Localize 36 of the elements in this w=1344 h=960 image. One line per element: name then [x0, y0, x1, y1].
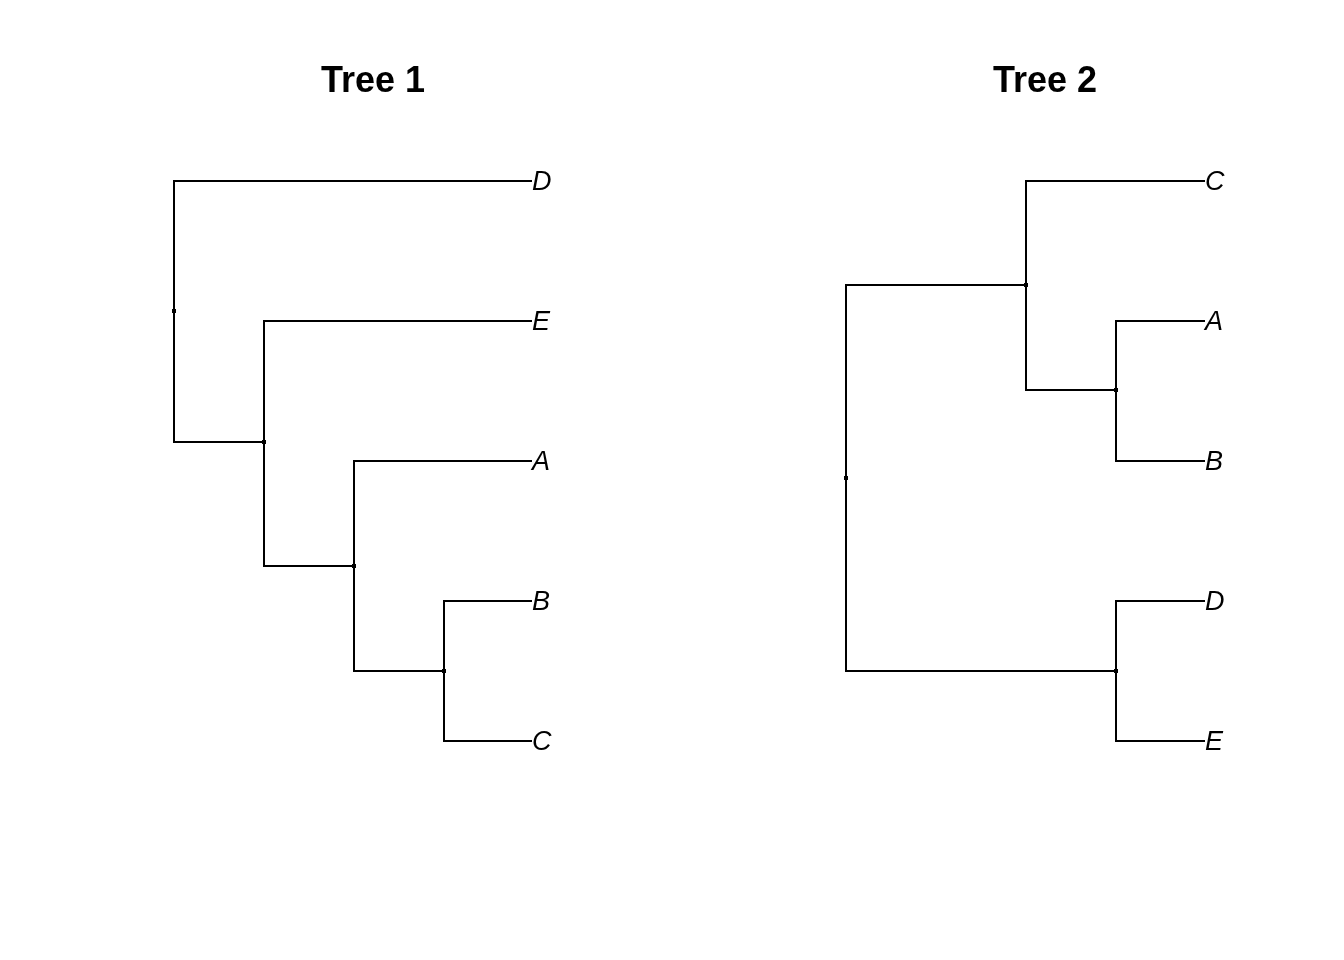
tree-branch [1115, 600, 1206, 670]
tip-label: B [1205, 446, 1223, 476]
tip-label: B [532, 586, 550, 616]
tree-branch [1025, 180, 1206, 284]
tip-label: C [532, 726, 552, 756]
tree-branch [1115, 320, 1206, 389]
tree-branch [845, 479, 1115, 672]
tree-branch [443, 672, 533, 742]
tip-label: E [1205, 726, 1223, 756]
branch-node [442, 669, 446, 673]
tree-branch [263, 320, 533, 441]
tip-label: D [1205, 586, 1225, 616]
branch-node [262, 440, 266, 444]
branch-node [1024, 283, 1028, 287]
branch-node [1114, 669, 1118, 673]
tip-label: E [532, 306, 550, 336]
tip-label: D [532, 166, 552, 196]
tree-branch [173, 312, 263, 443]
tree-branch [353, 460, 533, 565]
tip-label: A [532, 446, 550, 476]
tip-label: A [1205, 306, 1223, 336]
tree-branch [173, 180, 533, 310]
tree-branch [1025, 286, 1115, 391]
tree-branch [263, 443, 353, 567]
branch-node [1114, 388, 1118, 392]
tree-branch [1115, 391, 1206, 462]
branch-node [352, 564, 356, 568]
tip-label: C [1205, 166, 1225, 196]
tree-title: Tree 1 [320, 60, 426, 100]
tree-branch [1115, 672, 1206, 742]
branch-node [844, 476, 848, 480]
tree-branch [845, 284, 1025, 477]
branch-node [172, 309, 176, 313]
tree-title: Tree 2 [992, 60, 1098, 100]
tree-branch [353, 567, 443, 672]
tree-branch [443, 600, 533, 670]
